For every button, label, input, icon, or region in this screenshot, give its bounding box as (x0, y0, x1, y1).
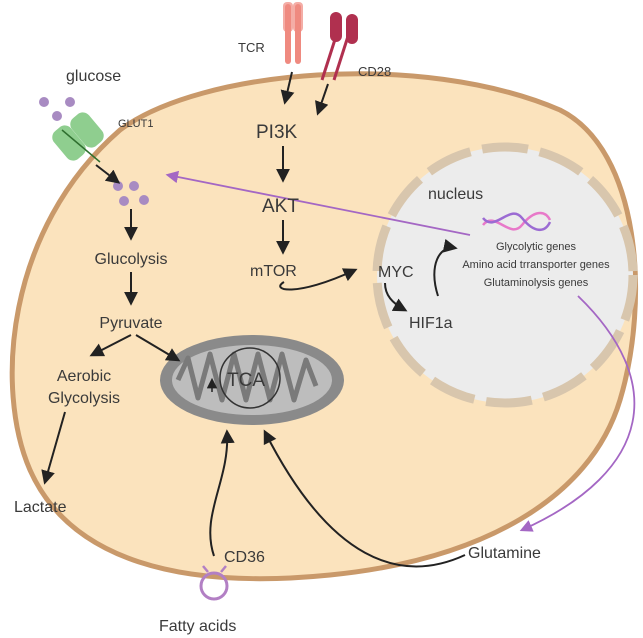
label-cd28: CD28 (358, 64, 391, 79)
cd36-receptor-icon (199, 565, 229, 601)
gene-arrows (165, 170, 636, 532)
label-glucose: glucose (66, 68, 121, 85)
label-nucleus: nucleus (428, 186, 483, 203)
tcr-receptor-icon (283, 2, 303, 64)
label-glutamine: Glutamine (468, 545, 541, 562)
label-hif1a: HIF1a (409, 315, 453, 332)
label-myc: MYC (378, 264, 414, 281)
label-pi3k: PI3K (256, 122, 298, 143)
label-cd36: CD36 (224, 549, 265, 566)
arrow-genes-glutamine (519, 295, 636, 532)
dna-icon (482, 211, 552, 231)
label-glut1: GLUT1 (118, 118, 153, 130)
label-glucolysis: Glucolysis (95, 251, 168, 268)
label-aerobic: Aerobic (57, 368, 111, 385)
label-amino-acid-genes: Amino acid trransporter genes (462, 259, 610, 271)
arrow-glut1-glucose (95, 164, 121, 184)
label-pyruvate: Pyruvate (99, 315, 162, 332)
arrow-hif1a-genes (433, 238, 458, 297)
label-glutaminolysis-genes: Glutaminolysis genes (484, 277, 589, 289)
arrow-glutamine-tca (263, 429, 466, 568)
arrow-genes-glucose (165, 170, 471, 236)
arrow-pyruvate-aerobic (89, 334, 132, 357)
label-tcr: TCR (238, 40, 265, 55)
arrow-pyruvate-tca (135, 334, 181, 362)
mitochondrion-icon (160, 335, 344, 425)
label-mtor: mTOR (250, 263, 297, 280)
cd28-receptor-icon (320, 12, 358, 81)
arrow-myc-hif1a (384, 282, 408, 312)
arrow-tcr-pi3k (280, 71, 295, 105)
arrow-mtor-myc (279, 268, 358, 291)
label-lactate: Lactate (14, 499, 67, 516)
glut1-transporter-icon (52, 112, 104, 163)
label-akt: AKT (262, 196, 299, 217)
arrow-cd28-pi3k (315, 83, 329, 116)
label-aerobic-glycolysis: Glycolysis (48, 390, 120, 407)
pathway-arrows (41, 71, 466, 568)
arrow-aerobic-lactate (41, 411, 66, 485)
nucleus (372, 142, 638, 408)
label-tca: TCA (227, 370, 265, 391)
label-fatty-acids: Fatty acids (159, 618, 236, 635)
arrow-cd36-tca (209, 429, 235, 557)
label-glycolytic-genes: Glycolytic genes (496, 241, 577, 253)
